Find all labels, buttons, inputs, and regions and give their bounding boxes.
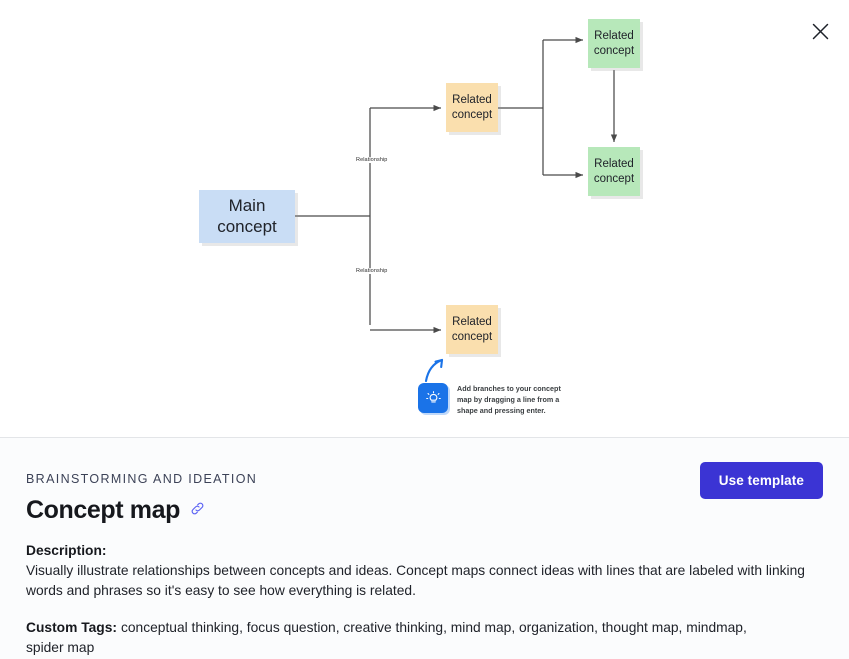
node-related-concept-3[interactable]: Related concept [588, 147, 640, 196]
link-icon[interactable] [189, 500, 206, 522]
hint-text: Add branches to your concept map by drag… [457, 384, 561, 416]
template-details-panel: Use template BRAINSTORMING AND IDEATION … [0, 438, 849, 659]
template-canvas: Main concept Related concept Related con… [199, 19, 640, 416]
canvas-hint: Add branches to your concept map by drag… [418, 358, 569, 416]
panel-divider [0, 437, 849, 438]
edge-label-relationship-1: Relationship [354, 157, 390, 163]
title-row: Concept map [26, 496, 823, 525]
edge-label-relationship-2: Relationship [354, 268, 390, 274]
node-main-concept[interactable]: Main concept [199, 190, 295, 243]
curved-arrow-up-right-icon [422, 357, 448, 383]
page-title: Concept map [26, 496, 180, 524]
node-label: Related concept [593, 30, 635, 57]
node-label: Main concept [217, 195, 277, 236]
node-label: Related concept [451, 316, 493, 343]
description-label: Description: [26, 543, 107, 558]
node-related-concept-1[interactable]: Related concept [446, 83, 498, 132]
description-text: Visually illustrate relationships betwee… [26, 563, 805, 599]
close-icon [811, 22, 830, 41]
category-eyebrow: BRAINSTORMING AND IDEATION [26, 472, 258, 486]
connector-lines [295, 36, 618, 334]
node-label: Related concept [451, 94, 493, 121]
custom-tags-label: Custom Tags: [26, 619, 117, 635]
use-template-button[interactable]: Use template [699, 462, 823, 499]
node-related-concept-4[interactable]: Related concept [446, 305, 498, 354]
close-button[interactable] [803, 14, 837, 48]
lightbulb-icon[interactable] [418, 383, 448, 413]
node-label: Related concept [593, 158, 635, 185]
node-related-concept-2[interactable]: Related concept [588, 19, 640, 68]
custom-tags-values: conceptual thinking, focus question, cre… [26, 619, 747, 656]
custom-tags-row: Custom Tags:conceptual thinking, focus q… [26, 618, 786, 659]
